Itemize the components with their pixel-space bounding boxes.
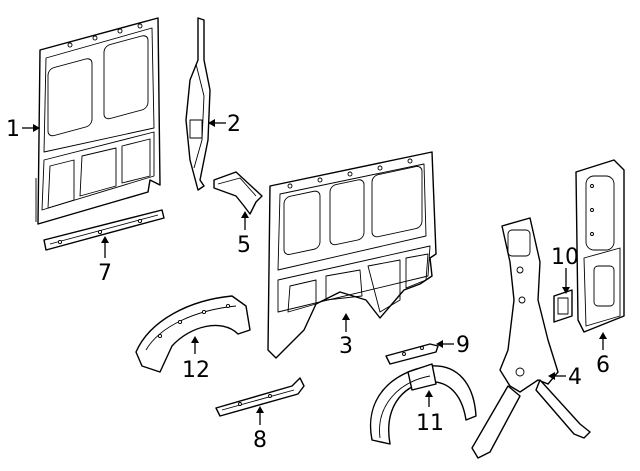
part-5-bracket[interactable] <box>213 171 263 215</box>
part-12-wheelhouse-outer[interactable] <box>135 295 251 373</box>
callout-11: 11 <box>416 411 444 436</box>
callout-3: 3 <box>339 334 353 359</box>
part-6-tall-panel[interactable] <box>575 159 625 333</box>
part-3-main-side-panel[interactable] <box>267 151 437 359</box>
part-2-pillar[interactable] <box>185 17 211 191</box>
callout-9: 9 <box>456 333 470 358</box>
part-10-plate[interactable] <box>553 289 573 323</box>
part-9-bracket[interactable] <box>385 343 439 365</box>
callout-6: 6 <box>596 353 610 378</box>
callout-1: 1 <box>6 117 20 142</box>
callout-10: 10 <box>551 245 579 270</box>
part-4-center-pillar[interactable] <box>471 217 591 459</box>
leader-lines <box>22 119 607 425</box>
callout-12: 12 <box>182 358 210 383</box>
callout-2: 2 <box>227 112 241 137</box>
part-8-lower-rail[interactable] <box>215 377 305 417</box>
part-11-wheelhouse-inner[interactable] <box>369 363 477 445</box>
part-1-side-panel[interactable] <box>35 17 161 225</box>
callout-5: 5 <box>237 233 251 258</box>
part-7-sill-rail[interactable] <box>43 209 165 251</box>
callout-8: 8 <box>253 428 267 453</box>
callout-7: 7 <box>98 261 112 286</box>
callout-4: 4 <box>568 365 582 390</box>
